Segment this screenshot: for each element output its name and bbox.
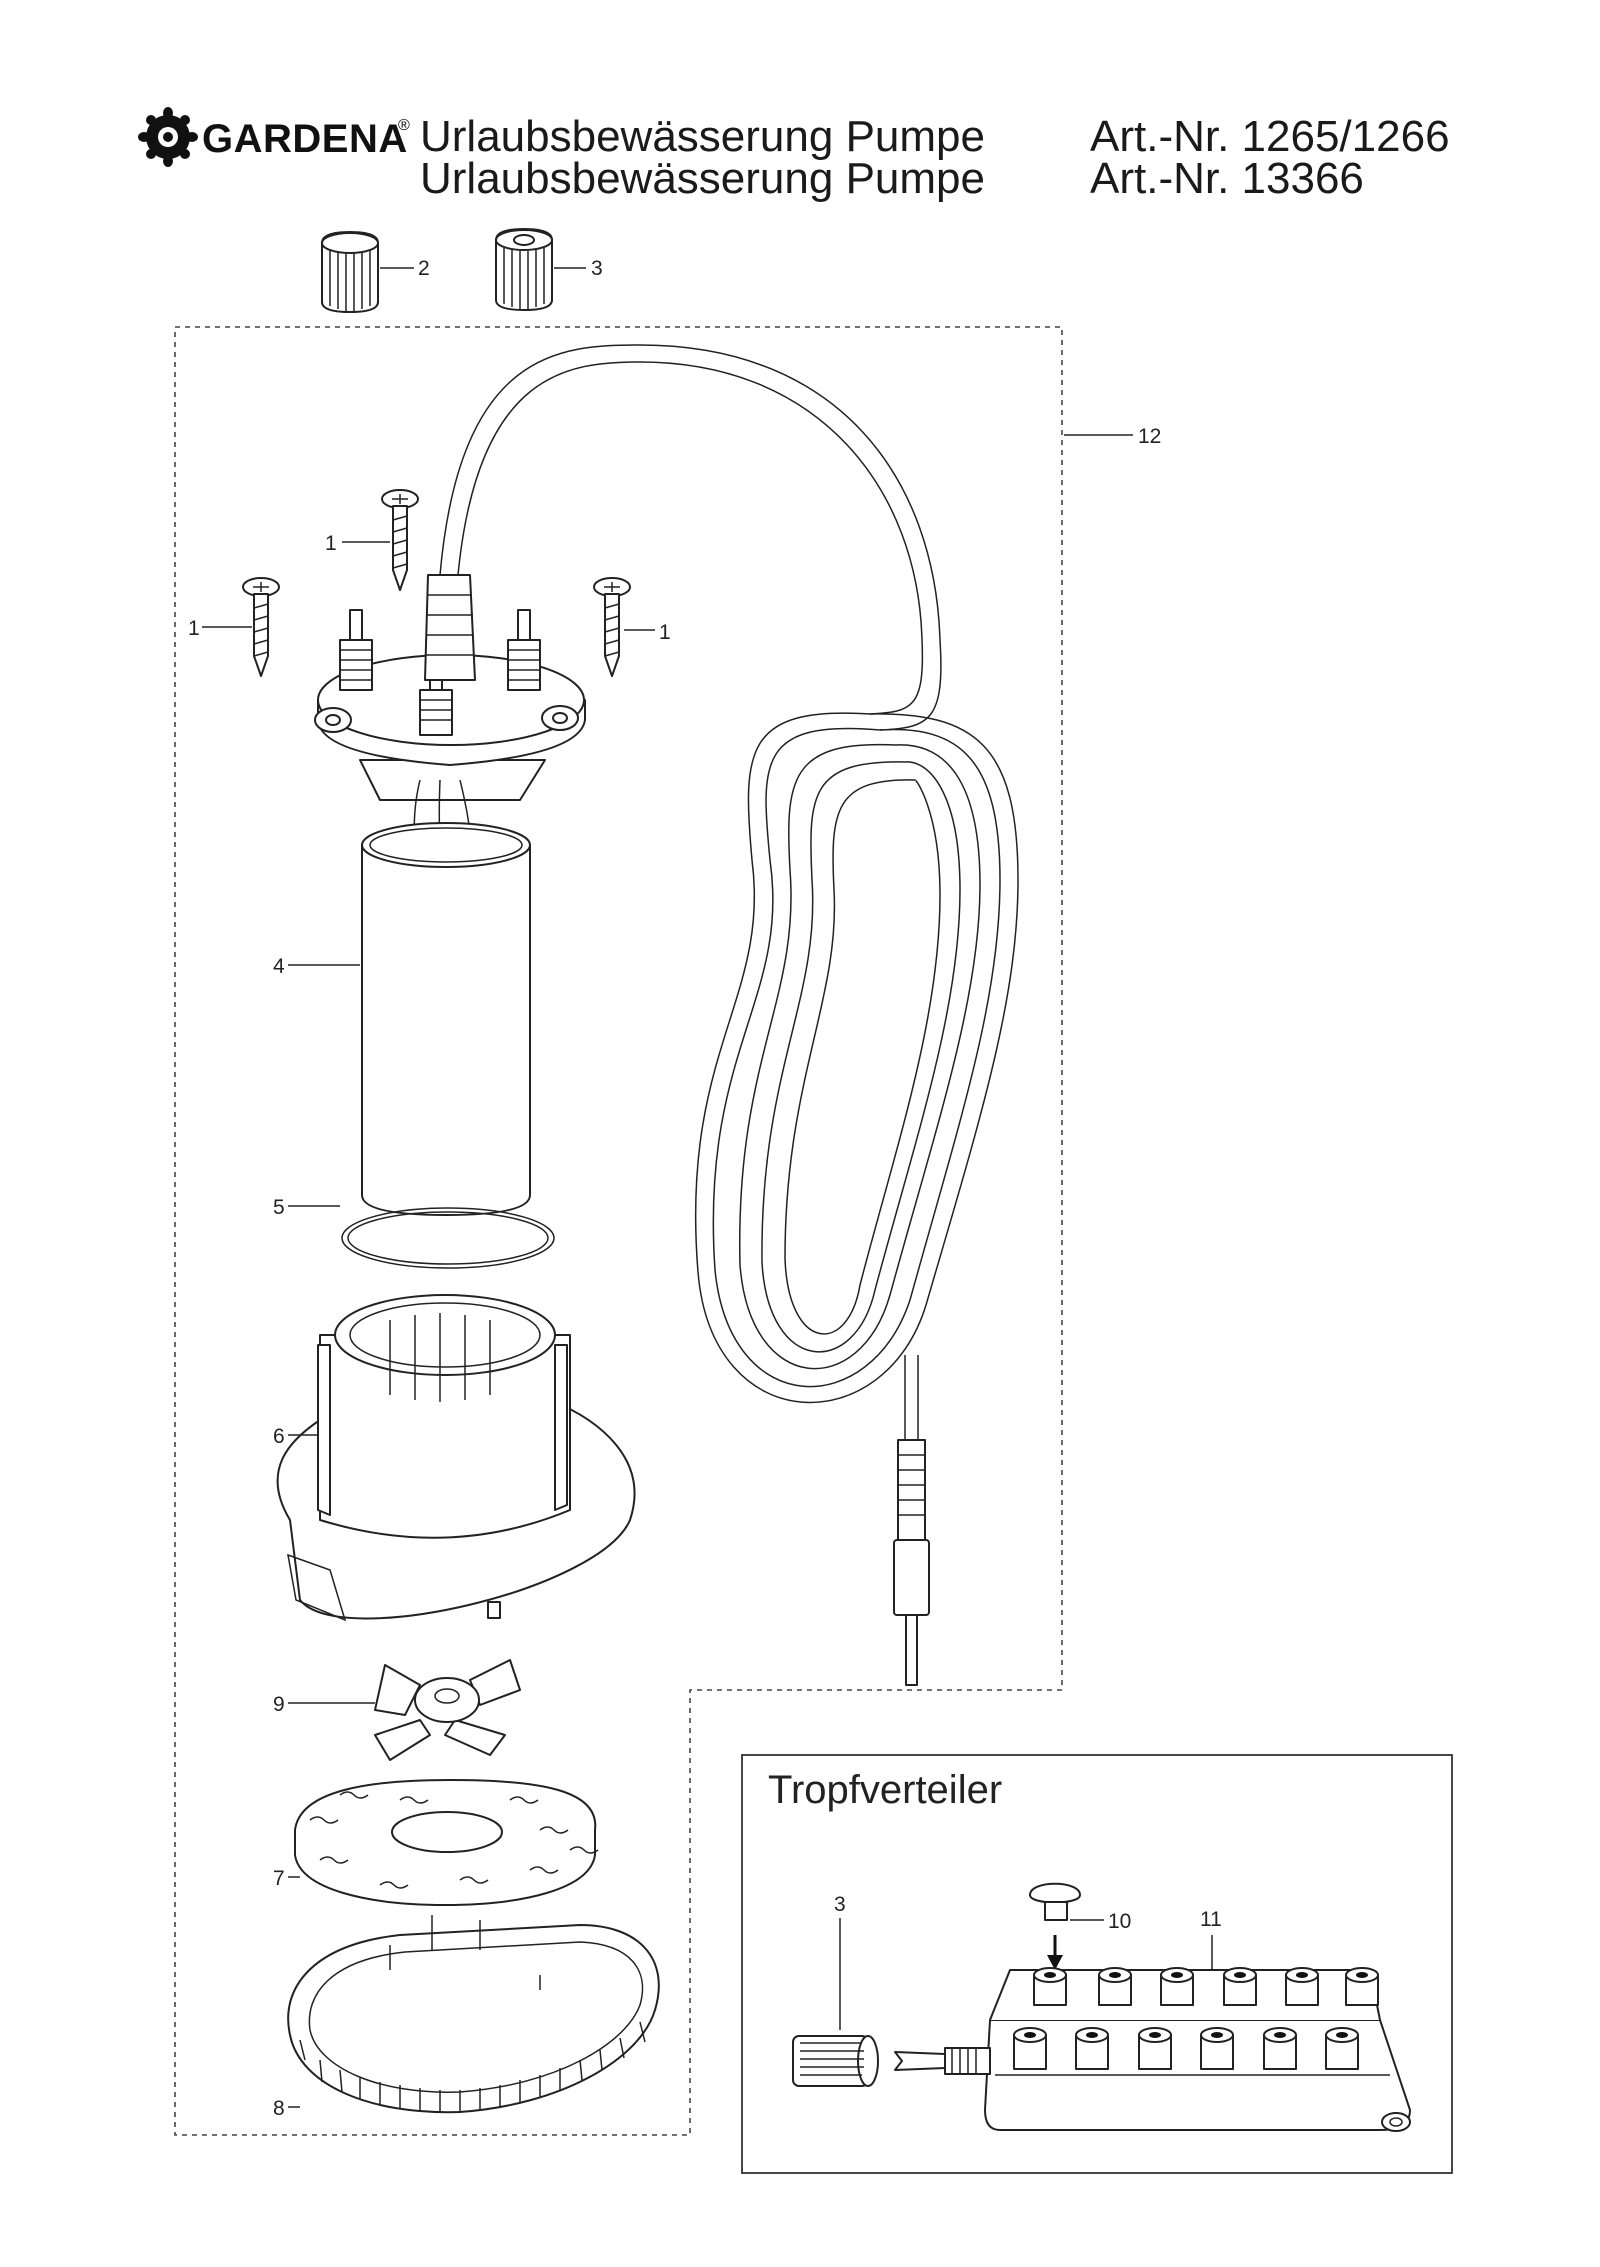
label-part-1-right: 1 bbox=[659, 621, 671, 644]
inset-title: Tropfverteiler bbox=[768, 1768, 1003, 1812]
label-part-1-left: 1 bbox=[188, 617, 200, 640]
brand-name: GARDENA bbox=[202, 117, 408, 161]
label-part-11: 11 bbox=[1200, 1908, 1222, 1931]
cap-part-3-inset bbox=[792, 2035, 879, 2087]
base-part-8 bbox=[287, 1915, 660, 2114]
screw-left bbox=[242, 577, 280, 677]
article-number-1: Art.-Nr. 1265/1266 bbox=[1090, 112, 1450, 161]
outlet-row-front bbox=[1013, 2027, 1359, 2070]
tube-part-4 bbox=[361, 822, 531, 1216]
label-part-12: 12 bbox=[1138, 425, 1162, 448]
screw-right bbox=[593, 577, 631, 677]
inset-frame bbox=[741, 1754, 1453, 2174]
plug-part-10 bbox=[1029, 1882, 1081, 1970]
brand-registered-mark: ® bbox=[398, 117, 410, 134]
label-part-1-top: 1 bbox=[325, 532, 337, 555]
label-part-10: 10 bbox=[1108, 1910, 1132, 1933]
label-part-7: 7 bbox=[273, 1867, 285, 1890]
cable-part-12 bbox=[439, 344, 1019, 1686]
label-part-4: 4 bbox=[273, 955, 285, 978]
label-part-3: 3 bbox=[591, 257, 603, 280]
screw-top bbox=[381, 489, 419, 591]
title-line-2: Urlaubsbewässerung Pumpe bbox=[420, 154, 985, 203]
cap-part-3 bbox=[495, 228, 553, 311]
label-part-5: 5 bbox=[273, 1196, 285, 1219]
label-part-6: 6 bbox=[273, 1425, 285, 1448]
housing-part-6 bbox=[276, 1294, 636, 1622]
pump-set-dashed-outline bbox=[174, 326, 1063, 2136]
article-number-2: Art.-Nr. 13366 bbox=[1090, 154, 1364, 203]
o-ring-part-5 bbox=[341, 1207, 555, 1269]
pump-head bbox=[314, 574, 586, 881]
distributor-inlet-nozzle bbox=[894, 2047, 991, 2075]
label-part-2: 2 bbox=[418, 257, 430, 280]
gardena-logo-icon bbox=[138, 107, 198, 167]
outlet-row-back bbox=[1033, 1967, 1379, 2006]
cap-part-2 bbox=[321, 231, 379, 313]
label-part-8: 8 bbox=[273, 2097, 285, 2120]
title-line-1: Urlaubsbewässerung Pumpe bbox=[420, 112, 985, 161]
impeller-part-9 bbox=[374, 1659, 521, 1761]
label-part-9: 9 bbox=[273, 1693, 285, 1716]
label-part-3-inset: 3 bbox=[834, 1893, 846, 1916]
sponge-part-7 bbox=[294, 1779, 599, 1906]
